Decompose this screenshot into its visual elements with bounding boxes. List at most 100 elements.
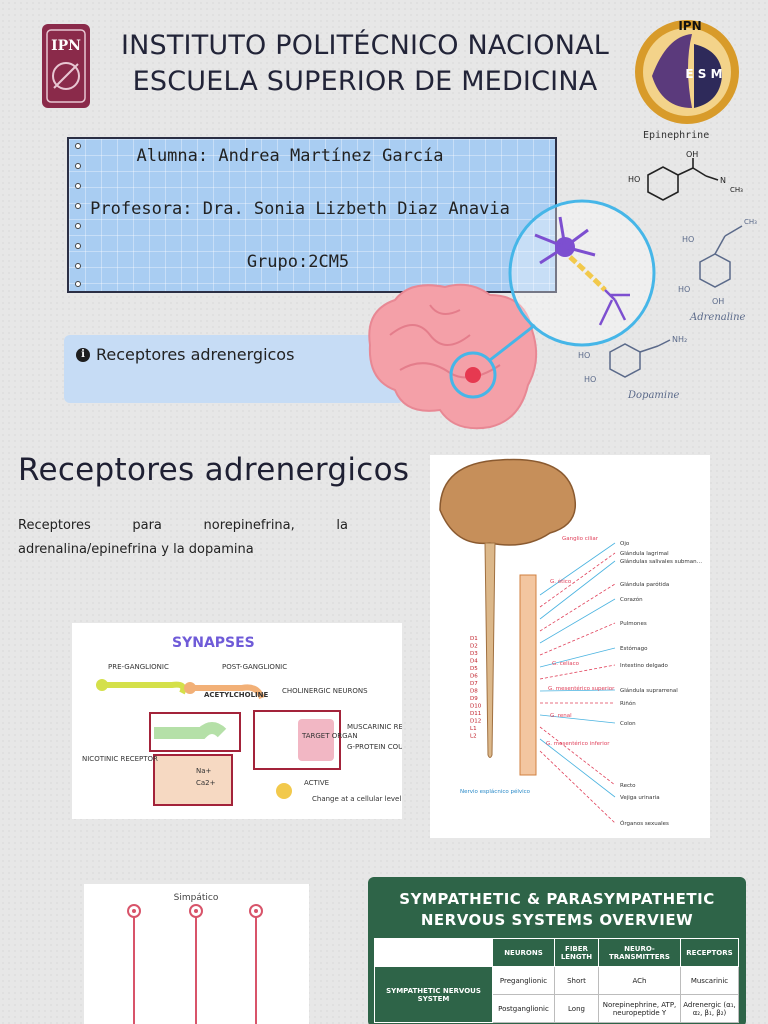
table-row: Postganglionic Long Norepinephrine, ATP,… [375, 994, 739, 1023]
ipn-logo: IPN [38, 22, 94, 110]
vertebra-label: D4 [470, 659, 478, 665]
ganglion-label: Nervio esplácnico pélvico [460, 788, 531, 795]
svg-text:OH: OH [686, 150, 698, 159]
organ-label: Intestino delgado [620, 663, 669, 669]
post-ganglionic-label: POST-GANGLIONIC [222, 663, 287, 671]
info-icon: i [76, 347, 90, 362]
vertebra-label: D2 [470, 644, 478, 650]
svg-text:N: N [720, 176, 726, 185]
group-name: Grupo:2CM5 [246, 252, 350, 272]
row-group-sympathetic: SYMPATHETIC NERVOUS SYSTEM [374, 966, 493, 1023]
nerve-line [539, 726, 616, 786]
muscarinic-label: MUSCARINIC RECEPTOR [347, 723, 402, 731]
ion2-label: Ca2+ [196, 779, 216, 787]
topic-label: Receptores adrenergicos [96, 345, 295, 364]
nicotinic-label: NICOTINIC RECEPTOR [82, 755, 158, 763]
svg-text:HO: HO [578, 351, 590, 360]
organ-label: Corazón [620, 596, 643, 603]
section-title: Receptores adrenergicos [18, 452, 410, 488]
focus-circle [449, 351, 497, 399]
brain-icon [368, 283, 538, 430]
svg-text:OH: OH [712, 297, 724, 306]
svg-text:HO: HO [678, 285, 690, 294]
synapse-title: SYNAPSES [172, 635, 255, 651]
nerve-line [539, 560, 616, 620]
ganglion-label: G. mesentérico inferior [546, 740, 610, 747]
professor-name: Profesora: Dra. Sonia Lizbeth Diaz Anavi… [90, 199, 510, 219]
table-title-line1: SYMPATHETIC & PARASYMPATHETIC [399, 890, 715, 908]
epinephrine-label: Epinephrine [643, 130, 710, 141]
ion1-label: Na+ [196, 767, 212, 775]
esm-logo-center-text: E S M [685, 67, 722, 81]
overview-table: NEURONS FIBER LENGTH NEURO-TRANSMITTERS … [374, 938, 739, 1023]
vertebra-label: D3 [470, 651, 478, 657]
svg-text:HO: HO [628, 175, 640, 184]
organ-label: Vejiga urinaria [620, 795, 660, 801]
cell: Preganglionic [492, 966, 555, 995]
table-row: SYMPATHETIC NERVOUS SYSTEM Preganglionic… [374, 966, 739, 1023]
dopamine-molecule: HO HO NH₂ Dopamine [578, 335, 687, 401]
dopamine-label: Dopamine [627, 390, 680, 401]
organ-label: Órganos sexuales [620, 820, 669, 827]
adrenaline-label: Adrenaline [689, 312, 746, 323]
esm-logo: IPN E S M [632, 16, 742, 128]
synapse-figure: SYNAPSES PRE-GANGLIONIC POST-GANGLIONIC … [72, 623, 431, 819]
vertebra-label: D9 [470, 696, 478, 702]
svg-text:CH₃: CH₃ [730, 186, 743, 194]
brain-neuron-illustration [368, 199, 656, 430]
cell: Norepinephrine, ATP, neuropeptide Y [598, 994, 681, 1023]
ganglion-label: G. ótico [550, 578, 572, 585]
vertebra-label: D1 [470, 636, 478, 642]
header-neurotransmitters: NEURO-TRANSMITTERS [598, 938, 681, 967]
cell: Adrenergic (α₁, α₂, β₁, β₂) [680, 994, 739, 1023]
nerve-line [539, 552, 616, 608]
section-description: Receptores para norepinefrina, la adrena… [18, 518, 348, 557]
cell: ACh [598, 966, 681, 995]
svg-text:NH₂: NH₂ [672, 335, 687, 344]
student-name: Alumna: Andrea Martínez García [136, 146, 444, 166]
vertebra-label: D11 [470, 711, 481, 717]
epinephrine-molecule: HO OH N CH₃ [628, 150, 743, 201]
nerve-line [539, 750, 616, 824]
organ-label: Glándula parótida [620, 581, 669, 588]
nerve-line [539, 738, 616, 798]
student-info-card: Alumna: Andrea Martínez García Profesora… [67, 137, 557, 293]
neuron-zoom-circle [508, 199, 656, 347]
svg-text:HO: HO [584, 375, 596, 384]
cell: Long [554, 994, 599, 1023]
cholinergic-label: CHOLINERGIC NEURONS [282, 687, 368, 695]
vertebra-label: D5 [470, 666, 478, 672]
svg-text:HO: HO [682, 235, 694, 244]
nerve-line [539, 622, 616, 656]
ganglion-label: G. mesentérico superior [548, 685, 615, 692]
nerve-line [539, 689, 616, 692]
organ-label: Riñón [620, 700, 636, 707]
organ-label: Pulmones [620, 621, 647, 627]
acetylcholine-label: ACETYLCHOLINE [204, 691, 269, 699]
table-title-line2: NERVOUS SYSTEMS OVERVIEW [420, 911, 694, 929]
vertebra-label: D12 [470, 719, 481, 725]
organ-label: Glándula lagrimal [620, 550, 669, 557]
nerve-line [539, 542, 616, 596]
organ-label: Glándula suprarrenal [620, 687, 678, 694]
svg-text:CH₃: CH₃ [744, 218, 757, 226]
nerve-line [539, 714, 616, 724]
vertebra-label: D8 [470, 689, 478, 695]
gprotein-label: G-PROTEIN COUPLED [347, 743, 402, 751]
ganglion-label: G. celíaco [552, 660, 580, 667]
brain-section-icon [439, 458, 577, 546]
organ-label: Ojo [620, 541, 630, 547]
simpatico-title: Simpático [174, 893, 219, 903]
esm-logo-top-text: IPN [678, 19, 701, 33]
topic-box: i Receptores adrenergicos [64, 335, 404, 403]
organ-label: Glándulas salivales subman… [620, 558, 702, 565]
institute-name: INSTITUTO POLITÉCNICO NACIONAL [120, 30, 610, 61]
cell: Postganglionic [492, 994, 555, 1023]
ganglion-label: G. renal [550, 713, 572, 719]
nerve-line [539, 664, 616, 680]
change-label: Change at a cellular level [312, 795, 401, 803]
ganglion-label: Ganglio ciliar [562, 536, 599, 542]
nerve-line [539, 598, 616, 644]
organ-label: Recto [620, 783, 636, 789]
